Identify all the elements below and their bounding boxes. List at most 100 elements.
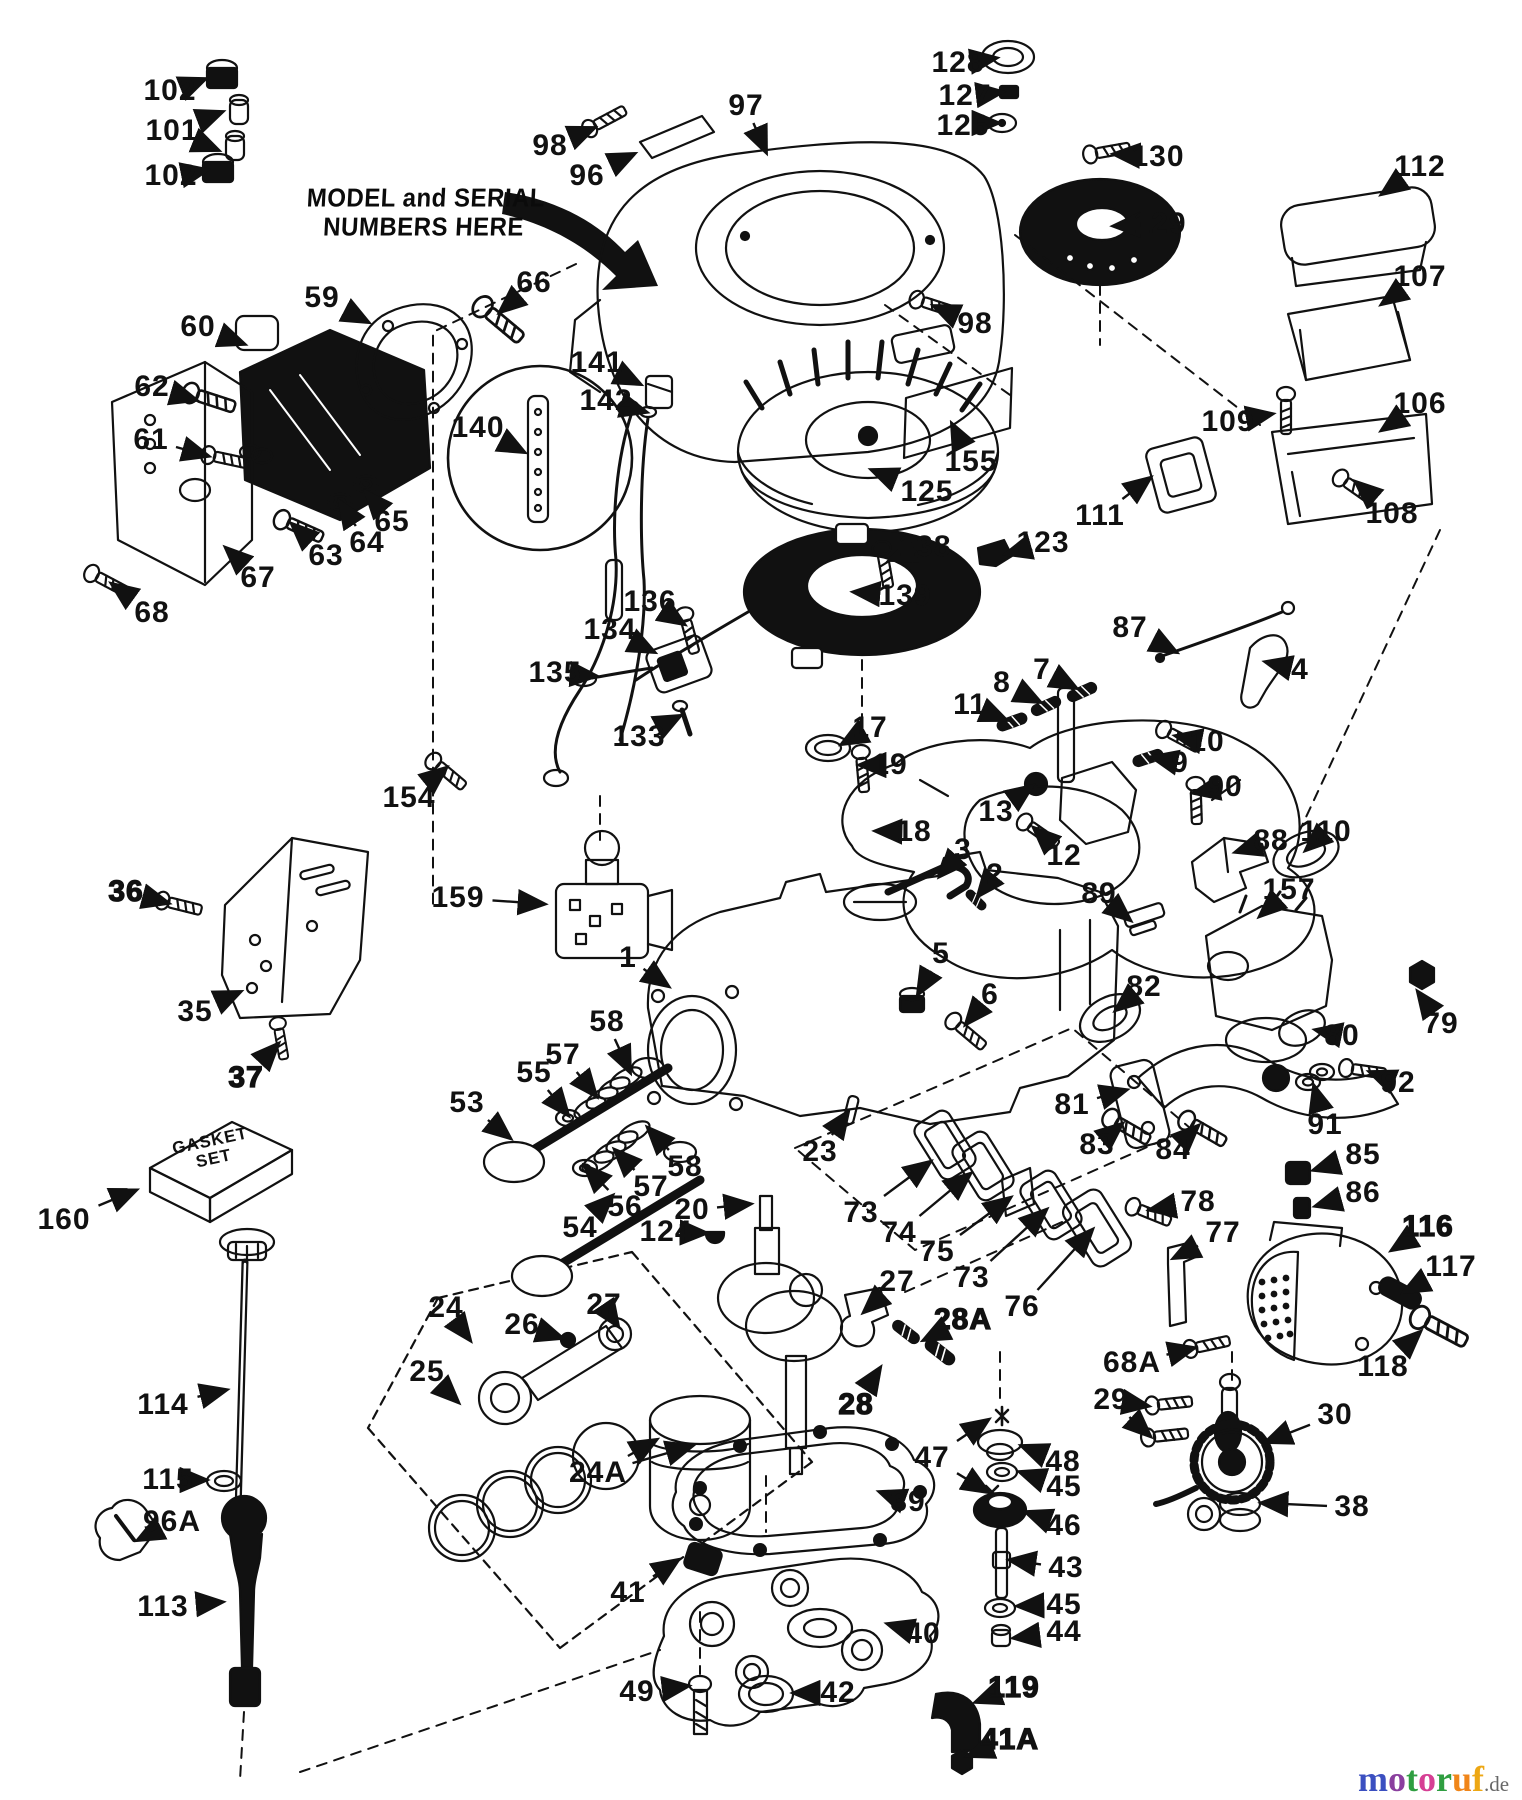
part-callout-54: 54 [562,1211,598,1244]
part-callout-23: 23 [802,1135,838,1168]
part-callout-25: 25 [409,1355,445,1388]
part-callout-12: 12 [1046,839,1082,872]
part-callout-10: 10 [1189,725,1225,758]
part-callout-47: 47 [914,1441,950,1474]
gasket-set-160 [148,1120,294,1224]
part-callout-96: 96 [569,159,605,192]
part-callout-66: 66 [516,266,552,299]
part-callout-61: 61 [133,423,169,456]
intake-cluster-59-68 [80,303,473,602]
part-callout-18: 18 [896,815,932,848]
part-callout-77: 77 [1205,1216,1241,1249]
part-callout-57: 57 [545,1038,581,1071]
part-callout-74: 74 [881,1216,917,1249]
part-callout-115: 115 [142,1463,194,1496]
logo-suffix: .de [1484,1772,1510,1796]
part-callout-57: 57 [633,1170,669,1203]
logo-letter: o [1388,1759,1406,1799]
part-callout-13: 13 [978,795,1014,828]
part-callout-97: 97 [728,89,764,122]
part-callout-56: 56 [607,1190,643,1223]
part-callout-85: 85 [1345,1138,1381,1171]
oil-pan-group [652,1425,982,1776]
part-callout-27: 27 [879,1265,915,1298]
decal-155 [902,366,1014,460]
part-callout-98: 98 [957,307,993,340]
part-callout-26: 26 [504,1308,540,1341]
part-callout-39: 39 [890,1485,926,1518]
part-callout-40: 40 [905,1617,941,1650]
part-callout-2: 2 [986,858,1004,891]
part-callout-112: 112 [1394,150,1446,183]
part-callout-41: 41 [610,1576,646,1609]
part-callout-37: 37 [228,1060,264,1094]
part-callout-118: 118 [1357,1350,1409,1383]
logo-letter: f [1472,1759,1485,1799]
part-callout-109: 109 [1201,405,1255,438]
part-callout-30: 30 [1317,1398,1353,1431]
part-callout-38: 38 [1334,1490,1370,1523]
part-callout-79: 79 [1423,1007,1459,1040]
part-callout-59: 59 [304,281,340,314]
part-callout-133: 133 [612,720,666,753]
oil-pump-parts [972,1405,1028,1648]
bracket-96 [467,100,959,349]
air-cleaner-assembly [1145,186,1436,526]
construction-lines [239,234,1441,1781]
part-callout-113: 113 [137,1590,189,1623]
part-callout-3: 3 [954,833,972,866]
part-callout-127: 127 [938,79,992,112]
part-callout-35: 35 [177,995,213,1028]
model-serial-arrow [502,192,658,290]
part-callout-36: 36 [108,874,144,908]
logo-letter: t [1406,1759,1418,1799]
part-callout-108: 108 [1365,497,1419,530]
model-serial-note: MODEL and SERIAL NUMBERS HERE [304,183,546,242]
part-callout-24A: 24A [568,1456,628,1489]
part-callout-20: 20 [674,1193,710,1226]
part-callout-87: 87 [1112,611,1148,644]
part-callout-41A: 41A [980,1722,1040,1756]
part-callout-53: 53 [449,1086,485,1119]
part-callout-114: 114 [137,1388,189,1421]
part-callout-130: 130 [1131,140,1185,173]
part-callout-83: 83 [1079,1128,1115,1161]
part-callout-116: 116 [1402,1209,1454,1243]
part-callout-44: 44 [1046,1615,1082,1648]
part-callout-123: 123 [1016,526,1070,559]
model-serial-line1: MODEL and SERIAL [306,183,546,213]
part-callout-102: 102 [143,74,197,107]
logo-letter: r [1436,1759,1452,1799]
part-callout-89: 89 [1081,877,1117,910]
part-callout-92: 92 [1380,1066,1416,1099]
part-callout-75: 75 [919,1235,955,1268]
logo-letter: u [1451,1759,1473,1799]
part-callout-98: 98 [532,129,568,162]
part-callout-24: 24 [428,1291,464,1324]
part-callout-65: 65 [374,505,410,538]
part-callout-155: 155 [944,445,998,478]
part-callout-28: 28 [838,1387,874,1421]
part-callout-136: 136 [623,585,677,618]
part-callout-138: 138 [898,530,952,563]
logo-letter: m [1358,1759,1388,1799]
cylinder-block-1 [646,850,1120,1126]
part-callout-1: 1 [619,941,637,974]
baffle-18 [804,719,1316,980]
part-callout-82: 82 [1126,970,1162,1003]
part-callout-102: 102 [144,159,198,192]
part-callout-139: 139 [878,579,932,612]
part-callout-43: 43 [1048,1551,1084,1584]
solenoid-159 [554,829,674,960]
part-callout-111: 111 [1075,499,1125,532]
part-callout-125: 125 [900,475,954,508]
part-callout-119: 119 [988,1670,1040,1704]
part-callout-48: 48 [1045,1445,1081,1478]
part-callout-68: 68 [134,596,170,629]
part-callout-8: 8 [993,666,1011,699]
motoruf-logo: motoruf.de [1358,1758,1509,1800]
logo-letter: o [1418,1759,1436,1799]
